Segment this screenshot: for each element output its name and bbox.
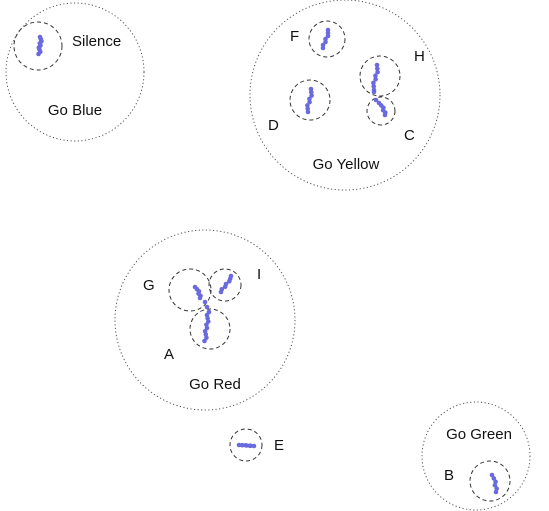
cluster-f-point xyxy=(320,45,326,51)
group-green-boundary xyxy=(421,401,531,511)
cluster-b-point xyxy=(493,489,499,495)
cluster-c-boundary xyxy=(366,96,396,126)
cluster-h-point xyxy=(371,80,376,86)
cluster-d-label: D xyxy=(268,117,279,134)
cluster-d-point xyxy=(305,109,311,115)
cluster-h-point xyxy=(373,73,378,78)
cluster-b-point xyxy=(492,482,498,488)
cluster-c-label: C xyxy=(404,127,415,144)
cluster-b-label: B xyxy=(444,467,454,484)
cluster-g-boundary xyxy=(168,268,212,312)
cluster-b-boundary xyxy=(469,460,511,502)
group-red-label: Go Red xyxy=(189,376,241,393)
group-blue-boundary xyxy=(5,2,145,142)
cluster-silence-boundary xyxy=(13,21,63,71)
cluster-f-boundary xyxy=(308,20,346,58)
cluster-d-point xyxy=(307,99,312,105)
group-blue-label: Go Blue xyxy=(48,102,102,119)
cluster-a-point xyxy=(202,338,207,344)
cluster-a-boundary xyxy=(189,308,231,350)
cluster-d-point xyxy=(305,106,311,111)
cluster-a-point xyxy=(204,304,210,310)
cluster-h-point xyxy=(374,62,380,68)
cluster-silence-label: Silence xyxy=(72,33,121,50)
cluster-e-boundary xyxy=(229,428,263,462)
cluster-d-point xyxy=(308,86,314,92)
cluster-silence-point xyxy=(36,51,41,57)
cluster-e-label: E xyxy=(274,437,284,454)
cluster-d-point xyxy=(309,93,314,98)
cluster-i-boundary xyxy=(208,268,242,302)
cluster-d-boundary xyxy=(289,79,331,121)
cluster-e-point xyxy=(251,443,257,449)
cluster-h-point xyxy=(371,84,377,89)
cluster-h-point xyxy=(373,97,379,103)
cluster-i-label: I xyxy=(257,266,261,283)
cluster-d-point xyxy=(305,103,310,108)
group-red-boundary xyxy=(114,229,296,411)
cluster-b-point xyxy=(491,476,497,481)
cluster-c-point xyxy=(382,112,388,118)
cluster-i-point xyxy=(218,289,224,295)
cluster-i-point xyxy=(227,279,232,284)
data-points xyxy=(36,27,500,495)
cluster-h-point xyxy=(373,77,378,82)
group-green-label: Go Green xyxy=(446,426,512,443)
cluster-e-point xyxy=(244,443,249,448)
cluster-h-boundary xyxy=(359,55,401,97)
cluster-b-point xyxy=(489,472,495,478)
cluster-f-label: F xyxy=(290,28,299,45)
cluster-d-point xyxy=(309,90,314,95)
cluster-h-point xyxy=(375,66,380,71)
cluster-g-point xyxy=(197,295,203,301)
cluster-h-point xyxy=(375,69,380,75)
cluster-e-point xyxy=(248,443,253,449)
cluster-h-point xyxy=(371,89,377,95)
group-yellow-label: Go Yellow xyxy=(313,156,380,173)
cluster-i-point xyxy=(222,284,228,290)
cluster-e-point xyxy=(236,442,242,448)
group-yellow-boundary xyxy=(249,0,441,191)
cluster-h-label: H xyxy=(414,48,425,65)
cluster-g-label: G xyxy=(143,277,155,294)
cluster-a-label: A xyxy=(164,346,174,363)
cluster-e-point xyxy=(240,442,245,448)
cluster-a-point xyxy=(202,299,208,305)
